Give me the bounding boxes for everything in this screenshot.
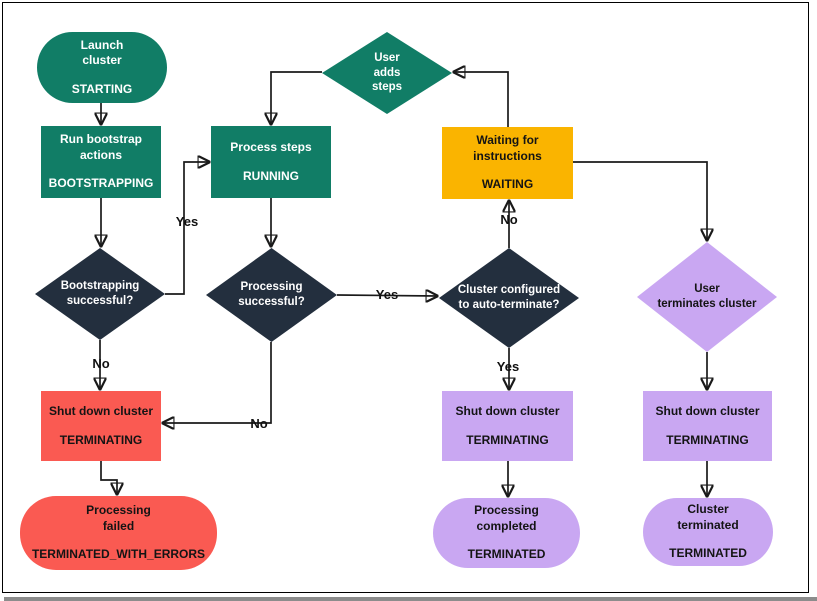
node-state: RUNNING: [243, 168, 299, 183]
node-waiting: Waiting for instructions WAITING: [442, 127, 573, 199]
edge-useradds-to-process: [271, 71, 322, 124]
node-processing-successful: Processing successful?: [206, 248, 337, 342]
node-state: TERMINATED: [669, 546, 747, 561]
edge-procok-no-to-shutdown: [163, 342, 272, 423]
node-shutdown-errors: Shut down cluster TERMINATING: [41, 391, 161, 461]
node-label: Shut down cluster: [655, 403, 760, 418]
node-label: Run bootstrap actions: [60, 132, 142, 162]
node-run-bootstrap: Run bootstrap actions BOOTSTRAPPING: [41, 126, 161, 198]
edge-label-bootstrap-yes: Yes: [175, 214, 199, 229]
node-state: TERMINATING: [666, 432, 749, 447]
node-label: Process steps: [230, 139, 312, 154]
node-state: TERMINATING: [466, 432, 549, 447]
node-user-terminates: User terminates cluster: [637, 242, 777, 352]
node-auto-terminate: Cluster configured to auto-terminate?: [439, 248, 579, 348]
edge-waiting-to-userterm: [573, 161, 707, 240]
edge-label-bootstrap-no: No: [92, 356, 110, 371]
edge-label-auto-no: No: [500, 212, 518, 227]
node-label: User adds steps: [371, 51, 403, 94]
node-state: BOOTSTRAPPING: [48, 176, 154, 191]
edge-waiting-to-useradds: [454, 72, 509, 127]
node-user-adds-steps: User adds steps: [322, 32, 452, 114]
node-state: TERMINATED_WITH_ERRORS: [31, 547, 206, 562]
node-label: Cluster configured to auto-terminate?: [457, 284, 561, 311]
node-bootstrapping-successful: Bootstrapping successful?: [35, 248, 165, 340]
node-process-steps: Process steps RUNNING: [211, 126, 331, 198]
node-label: User terminates cluster: [657, 283, 757, 310]
node-label: Processing successful?: [238, 281, 305, 308]
edge-shutdown-to-failed: [100, 461, 117, 494]
node-label: Shut down cluster: [455, 403, 560, 418]
node-state: TERMINATED: [467, 547, 546, 562]
node-label: Bootstrapping successful?: [60, 280, 140, 307]
bottom-shadow: [4, 597, 817, 601]
node-state: TERMINATING: [59, 432, 143, 447]
node-label: Launch cluster: [80, 37, 124, 68]
node-state: WAITING: [481, 177, 534, 192]
node-label: Processing completed: [474, 503, 539, 533]
edge-label-auto-yes: Yes: [496, 359, 520, 374]
node-label: Shut down cluster: [48, 403, 153, 418]
node-shutdown-completed: Shut down cluster TERMINATING: [442, 391, 573, 461]
node-label: Processing failed: [86, 503, 151, 533]
node-label: Cluster terminated: [677, 502, 739, 532]
edge-label-processing-no: No: [250, 416, 268, 431]
node-shutdown-terminated: Shut down cluster TERMINATING: [643, 391, 772, 461]
node-launch-cluster: Launch cluster STARTING: [37, 32, 167, 103]
node-state: STARTING: [71, 81, 133, 96]
node-label: Waiting for instructions: [473, 133, 542, 163]
node-processing-failed: Processing failed TERMINATED_WITH_ERRORS: [20, 496, 217, 570]
node-cluster-terminated: Cluster terminated TERMINATED: [643, 498, 773, 566]
edge-label-processing-yes: Yes: [375, 287, 399, 302]
node-processing-completed: Processing completed TERMINATED: [433, 498, 580, 568]
